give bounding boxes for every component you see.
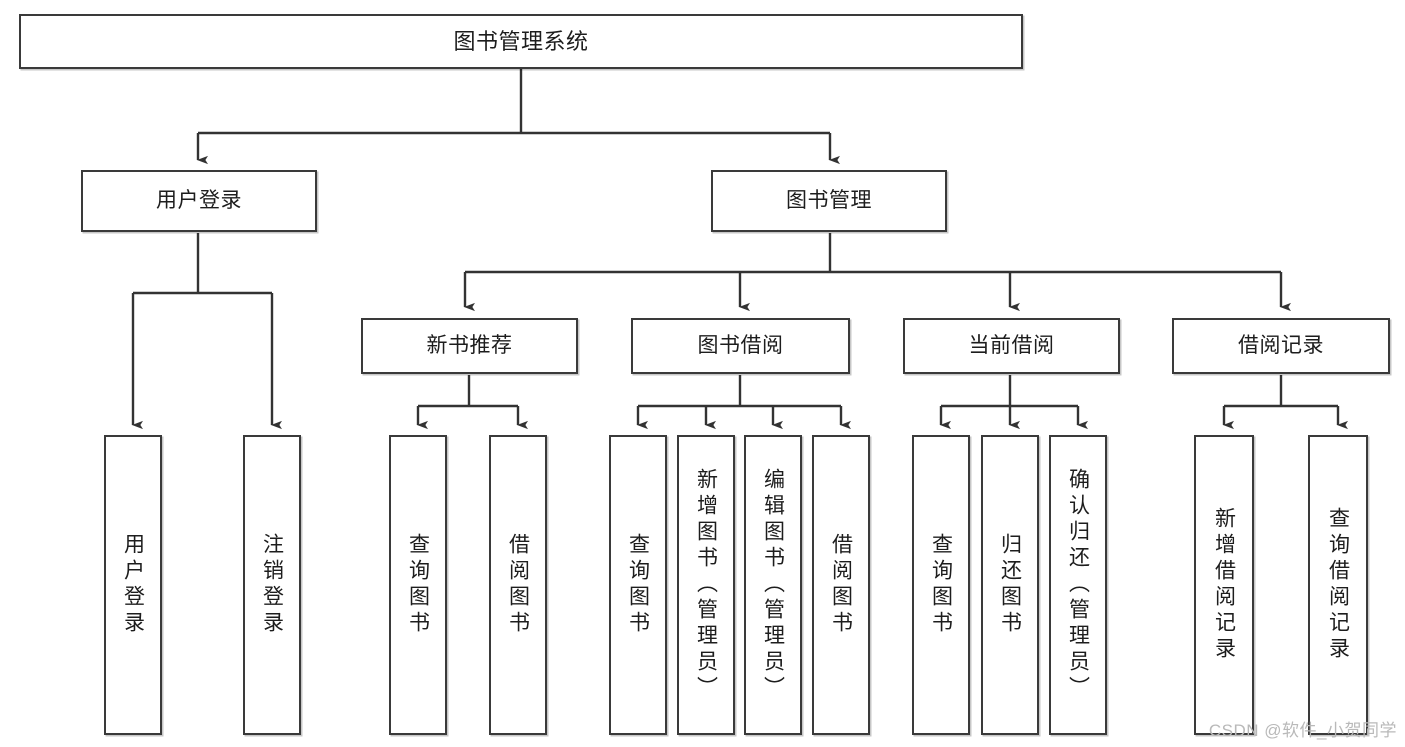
node-leaf-borrow-book-2[interactable]: 借阅图书: [812, 435, 870, 735]
node-user-login[interactable]: 用户登录: [81, 170, 317, 232]
node-current-borrow-label: 当前借阅: [968, 333, 1055, 357]
node-leaf-borrow-book-1-label: 借阅图书: [506, 533, 530, 637]
node-leaf-query-book-2[interactable]: 查询图书: [609, 435, 667, 735]
node-leaf-add-book-label: 新增图书（管理员）: [694, 468, 718, 702]
node-book-management-label: 图书管理: [786, 188, 872, 212]
node-leaf-query-book-1[interactable]: 查询图书: [389, 435, 447, 735]
node-leaf-add-record[interactable]: 新增借阅记录: [1194, 435, 1254, 735]
node-leaf-edit-book-label: 编辑图书（管理员）: [761, 468, 785, 702]
node-leaf-user-login[interactable]: 用户登录: [104, 435, 162, 735]
node-leaf-logout-login-label: 注销登录: [260, 533, 284, 637]
node-leaf-query-book-2-label: 查询图书: [626, 533, 650, 637]
node-leaf-user-login-label: 用户登录: [121, 533, 145, 637]
node-leaf-add-record-label: 新增借阅记录: [1212, 507, 1236, 663]
node-leaf-return-book[interactable]: 归还图书: [981, 435, 1039, 735]
node-leaf-query-record-label: 查询借阅记录: [1326, 507, 1350, 663]
node-leaf-logout-login[interactable]: 注销登录: [243, 435, 301, 735]
node-leaf-confirm-return[interactable]: 确认归还（管理员）: [1049, 435, 1107, 735]
node-new-book-recommend[interactable]: 新书推荐: [361, 318, 578, 374]
node-user-login-label: 用户登录: [156, 188, 242, 212]
node-new-book-recommend-label: 新书推荐: [426, 333, 513, 357]
csdn-watermark: CSDN @软件_小贺同学: [1208, 721, 1397, 740]
node-book-management[interactable]: 图书管理: [711, 170, 947, 232]
node-leaf-query-record[interactable]: 查询借阅记录: [1308, 435, 1368, 735]
node-leaf-borrow-book-2-label: 借阅图书: [829, 533, 853, 637]
node-leaf-return-book-label: 归还图书: [998, 533, 1022, 637]
node-leaf-confirm-return-label: 确认归还（管理员）: [1066, 468, 1090, 702]
node-book-borrow[interactable]: 图书借阅: [631, 318, 850, 374]
node-leaf-add-book[interactable]: 新增图书（管理员）: [677, 435, 735, 735]
node-borrow-record[interactable]: 借阅记录: [1172, 318, 1390, 374]
node-book-borrow-label: 图书借阅: [697, 333, 784, 357]
node-leaf-query-book-1-label: 查询图书: [406, 533, 430, 637]
node-leaf-borrow-book-1[interactable]: 借阅图书: [489, 435, 547, 735]
node-borrow-record-label: 借阅记录: [1238, 333, 1324, 357]
node-leaf-query-book-3[interactable]: 查询图书: [912, 435, 970, 735]
node-leaf-query-book-3-label: 查询图书: [929, 533, 953, 637]
node-root-label: 图书管理系统: [453, 28, 589, 54]
node-root-book-management-system[interactable]: 图书管理系统: [19, 14, 1023, 69]
node-current-borrow[interactable]: 当前借阅: [903, 318, 1120, 374]
node-leaf-edit-book[interactable]: 编辑图书（管理员）: [744, 435, 802, 735]
